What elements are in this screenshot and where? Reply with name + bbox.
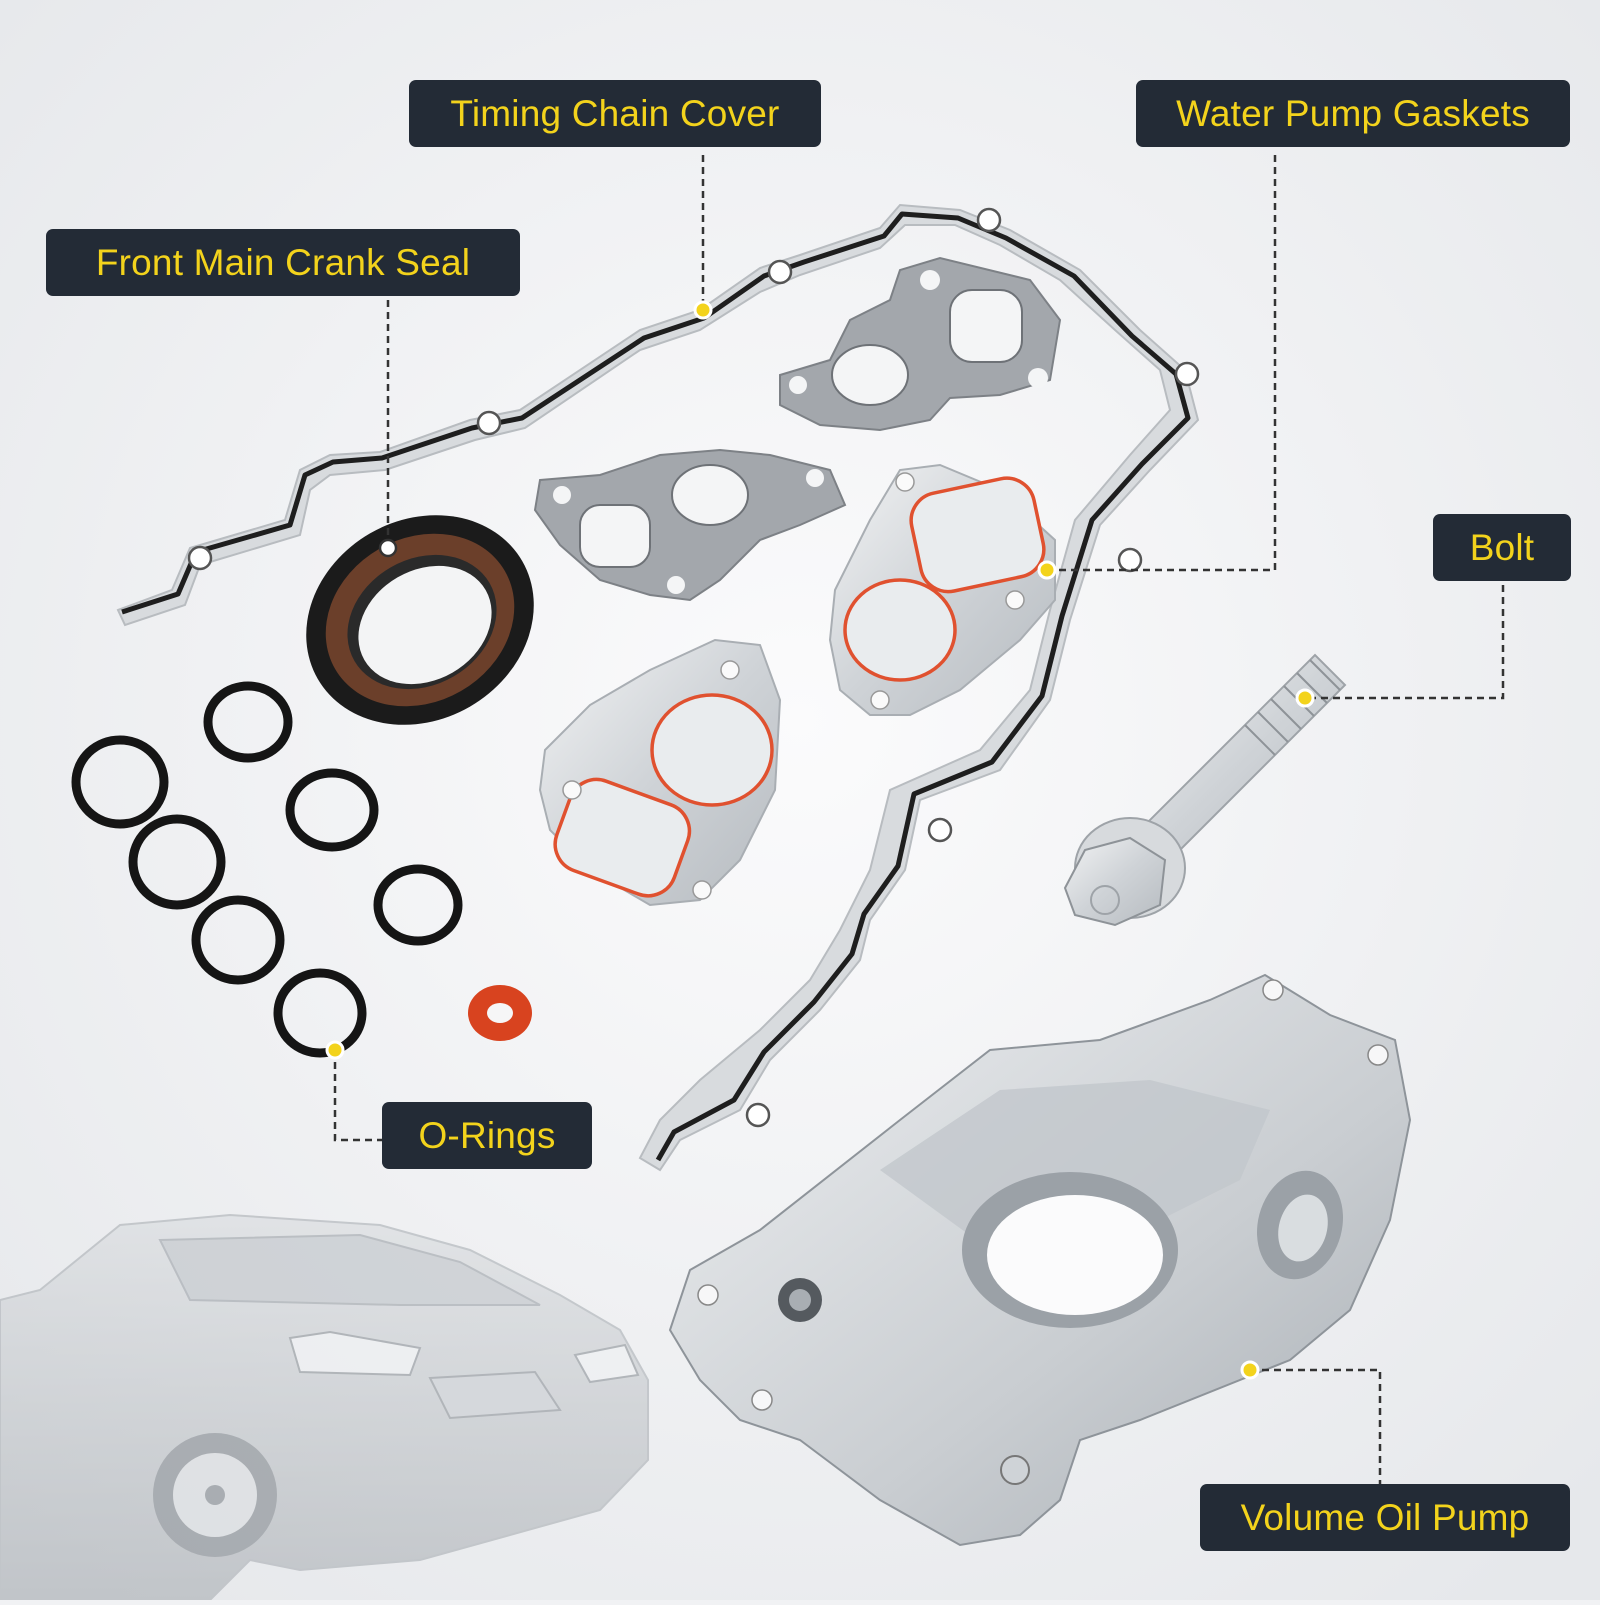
- dot-water-pump-gaskets: [1037, 560, 1057, 580]
- timing-chain-cover-gasket: [116, 203, 1200, 1172]
- label-water-pump-gaskets: Water Pump Gaskets: [1136, 80, 1570, 147]
- small-red-o-ring: [468, 985, 532, 1041]
- leader-bolt: [1305, 585, 1505, 700]
- metal-water-pump-gasket-left: [538, 638, 782, 907]
- leader-volume-oil-pump: [1250, 1368, 1382, 1485]
- paper-water-pump-gasket-lower: [533, 448, 847, 602]
- label-front-main-crank-seal: Front Main Crank Seal: [46, 229, 520, 296]
- label-o-rings: O-Rings: [382, 1102, 592, 1169]
- label-volume-oil-pump: Volume Oil Pump: [1200, 1484, 1570, 1551]
- label-timing-chain-cover: Timing Chain Cover: [409, 80, 821, 147]
- dot-bolt: [1295, 688, 1315, 708]
- leader-water-pump-gaskets: [1047, 155, 1277, 572]
- dot-front-main-crank-seal: [378, 538, 398, 558]
- dot-o-rings: [325, 1040, 345, 1060]
- paper-water-pump-gasket-upper: [779, 256, 1062, 432]
- dot-timing-chain-cover: [693, 300, 713, 320]
- metal-water-pump-gasket-right: [828, 463, 1056, 716]
- leader-lines: [333, 155, 1505, 1485]
- label-bolt: Bolt: [1433, 514, 1571, 581]
- callout-dots: [325, 300, 1315, 1380]
- o-rings: [71, 681, 463, 1058]
- dot-volume-oil-pump: [1240, 1360, 1260, 1380]
- bolt: [1063, 653, 1347, 927]
- volume-oil-pump: [668, 973, 1412, 1547]
- car-silhouette: [0, 1213, 649, 1601]
- leader-o-rings: [333, 1050, 382, 1142]
- front-main-crank-seal: [306, 515, 534, 725]
